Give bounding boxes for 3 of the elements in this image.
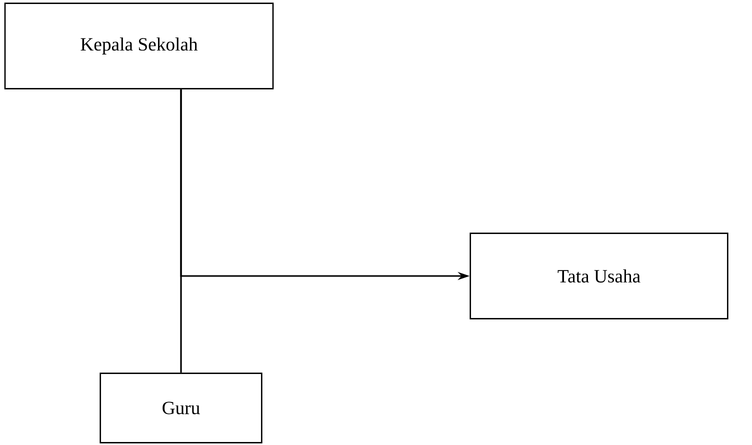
org-box: Kepala Sekolah xyxy=(4,2,274,90)
org-box: Tata Usaha xyxy=(470,232,728,320)
org-box: Guru xyxy=(100,372,262,444)
